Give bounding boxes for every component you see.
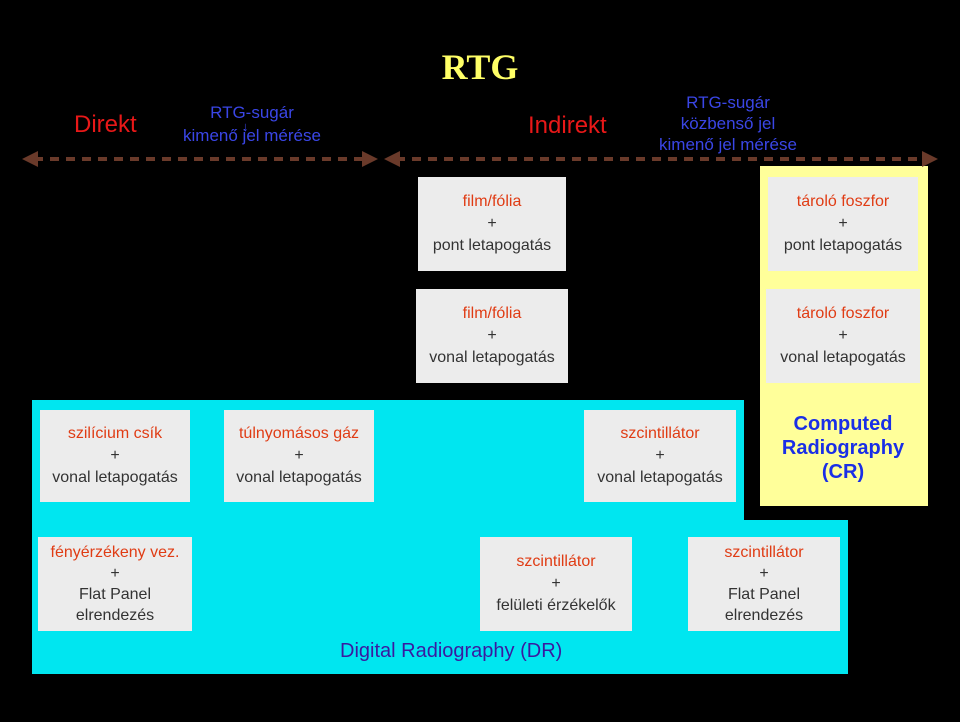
szilicium-line1: szilícium csík <box>67 425 163 442</box>
tarolo-pont-box: tároló foszfor + pont letapogatás <box>768 177 918 271</box>
cr-line3: (CR) <box>821 461 865 483</box>
cr-line2: Radiography <box>781 437 905 459</box>
gaz-line1: túlnyomásos gáz <box>238 425 360 442</box>
szcint-flat-line4: elrendezés <box>724 607 804 624</box>
direct-arrow-left-head <box>22 151 38 167</box>
indirect-note: RTG-sugár közbenső jel kimenő jel mérése <box>640 92 816 155</box>
szcint-felulet-line1: szcintillátor <box>516 553 596 570</box>
indirect-note-line1: RTG-sugár <box>686 93 770 112</box>
tarolo-pont-plus: + <box>838 215 848 232</box>
indirect-arrow-right-head <box>922 151 938 167</box>
film-vonal-line3: vonal letapogatás <box>429 349 555 366</box>
szcint-flat-line3: Flat Panel <box>727 586 801 603</box>
direct-note-line1: RTG-sugár <box>210 103 294 122</box>
szcint-vonal-plus: + <box>655 447 665 464</box>
page-title: RTG <box>441 47 519 87</box>
gaz-box: túlnyomásos gáz + vonal letapogatás <box>224 410 374 502</box>
szilicium-box: szilícium csík + vonal letapogatás <box>40 410 190 502</box>
tarolo-vonal-plus: + <box>838 327 848 344</box>
szcint-felulet-line3: felületi érzékelők <box>496 597 616 614</box>
film-vonal-line1: film/fólia <box>462 305 522 322</box>
szcint-vonal-line3: vonal letapogatás <box>597 469 723 486</box>
gaz-line3: vonal letapogatás <box>236 469 362 486</box>
szcint-felulet-plus: + <box>551 575 561 592</box>
szcint-flat-box: szcintillátor + Flat Panel elrendezés <box>688 537 840 631</box>
feny-flat-line3: Flat Panel <box>78 586 152 603</box>
szcint-felulet-box: szcintillátor + felületi érzékelők <box>480 537 632 631</box>
direct-note-arrow: ↓ <box>242 119 249 134</box>
film-vonal-plus: + <box>487 327 497 344</box>
film-pont-line1: film/fólia <box>462 193 522 210</box>
feny-flat-line1: fényérzékeny vez. <box>50 544 180 561</box>
film-pont-line3: pont letapogatás <box>432 237 552 254</box>
tarolo-vonal-box: tároló foszfor + vonal letapogatás <box>766 289 920 383</box>
indirect-arrow-left-head <box>384 151 400 167</box>
cr-label: Computed Radiography (CR) <box>762 412 924 484</box>
dr-label: Digital Radiography (DR) <box>340 640 563 662</box>
tarolo-vonal-line1: tároló foszfor <box>796 305 890 322</box>
szilicium-line3: vonal letapogatás <box>52 469 178 486</box>
direct-arrow-right-head <box>362 151 378 167</box>
film-pont-plus: + <box>487 215 497 232</box>
szilicium-plus: + <box>110 447 120 464</box>
indirect-note-line2: közbenső jel <box>680 114 776 133</box>
direct-label: Direkt <box>74 111 137 138</box>
tarolo-vonal-line3: vonal letapogatás <box>780 349 906 366</box>
feny-flat-line4: elrendezés <box>75 607 155 624</box>
feny-flat-box: fényérzékeny vez. + Flat Panel elrendezé… <box>38 537 192 631</box>
direct-note-line2: kimenő jel mérése <box>183 126 321 145</box>
szcint-vonal-line1: szcintillátor <box>620 425 700 442</box>
tarolo-pont-line1: tároló foszfor <box>796 193 890 210</box>
indirect-note-line3: kimenő jel mérése <box>659 135 797 154</box>
film-pont-box: film/fólia + pont letapogatás <box>418 177 566 271</box>
feny-flat-plus: + <box>110 565 120 582</box>
film-vonal-box: film/fólia + vonal letapogatás <box>416 289 568 383</box>
direct-note: RTG-sugár ↓ kimenő jel mérése <box>168 102 336 146</box>
cr-line1: Computed <box>793 413 893 435</box>
szcint-vonal-box: szcintillátor + vonal letapogatás <box>584 410 736 502</box>
gaz-plus: + <box>294 447 304 464</box>
indirect-label: Indirekt <box>528 112 607 139</box>
szcint-flat-line1: szcintillátor <box>724 544 804 561</box>
tarolo-pont-line3: pont letapogatás <box>783 237 903 254</box>
szcint-flat-plus: + <box>759 565 769 582</box>
